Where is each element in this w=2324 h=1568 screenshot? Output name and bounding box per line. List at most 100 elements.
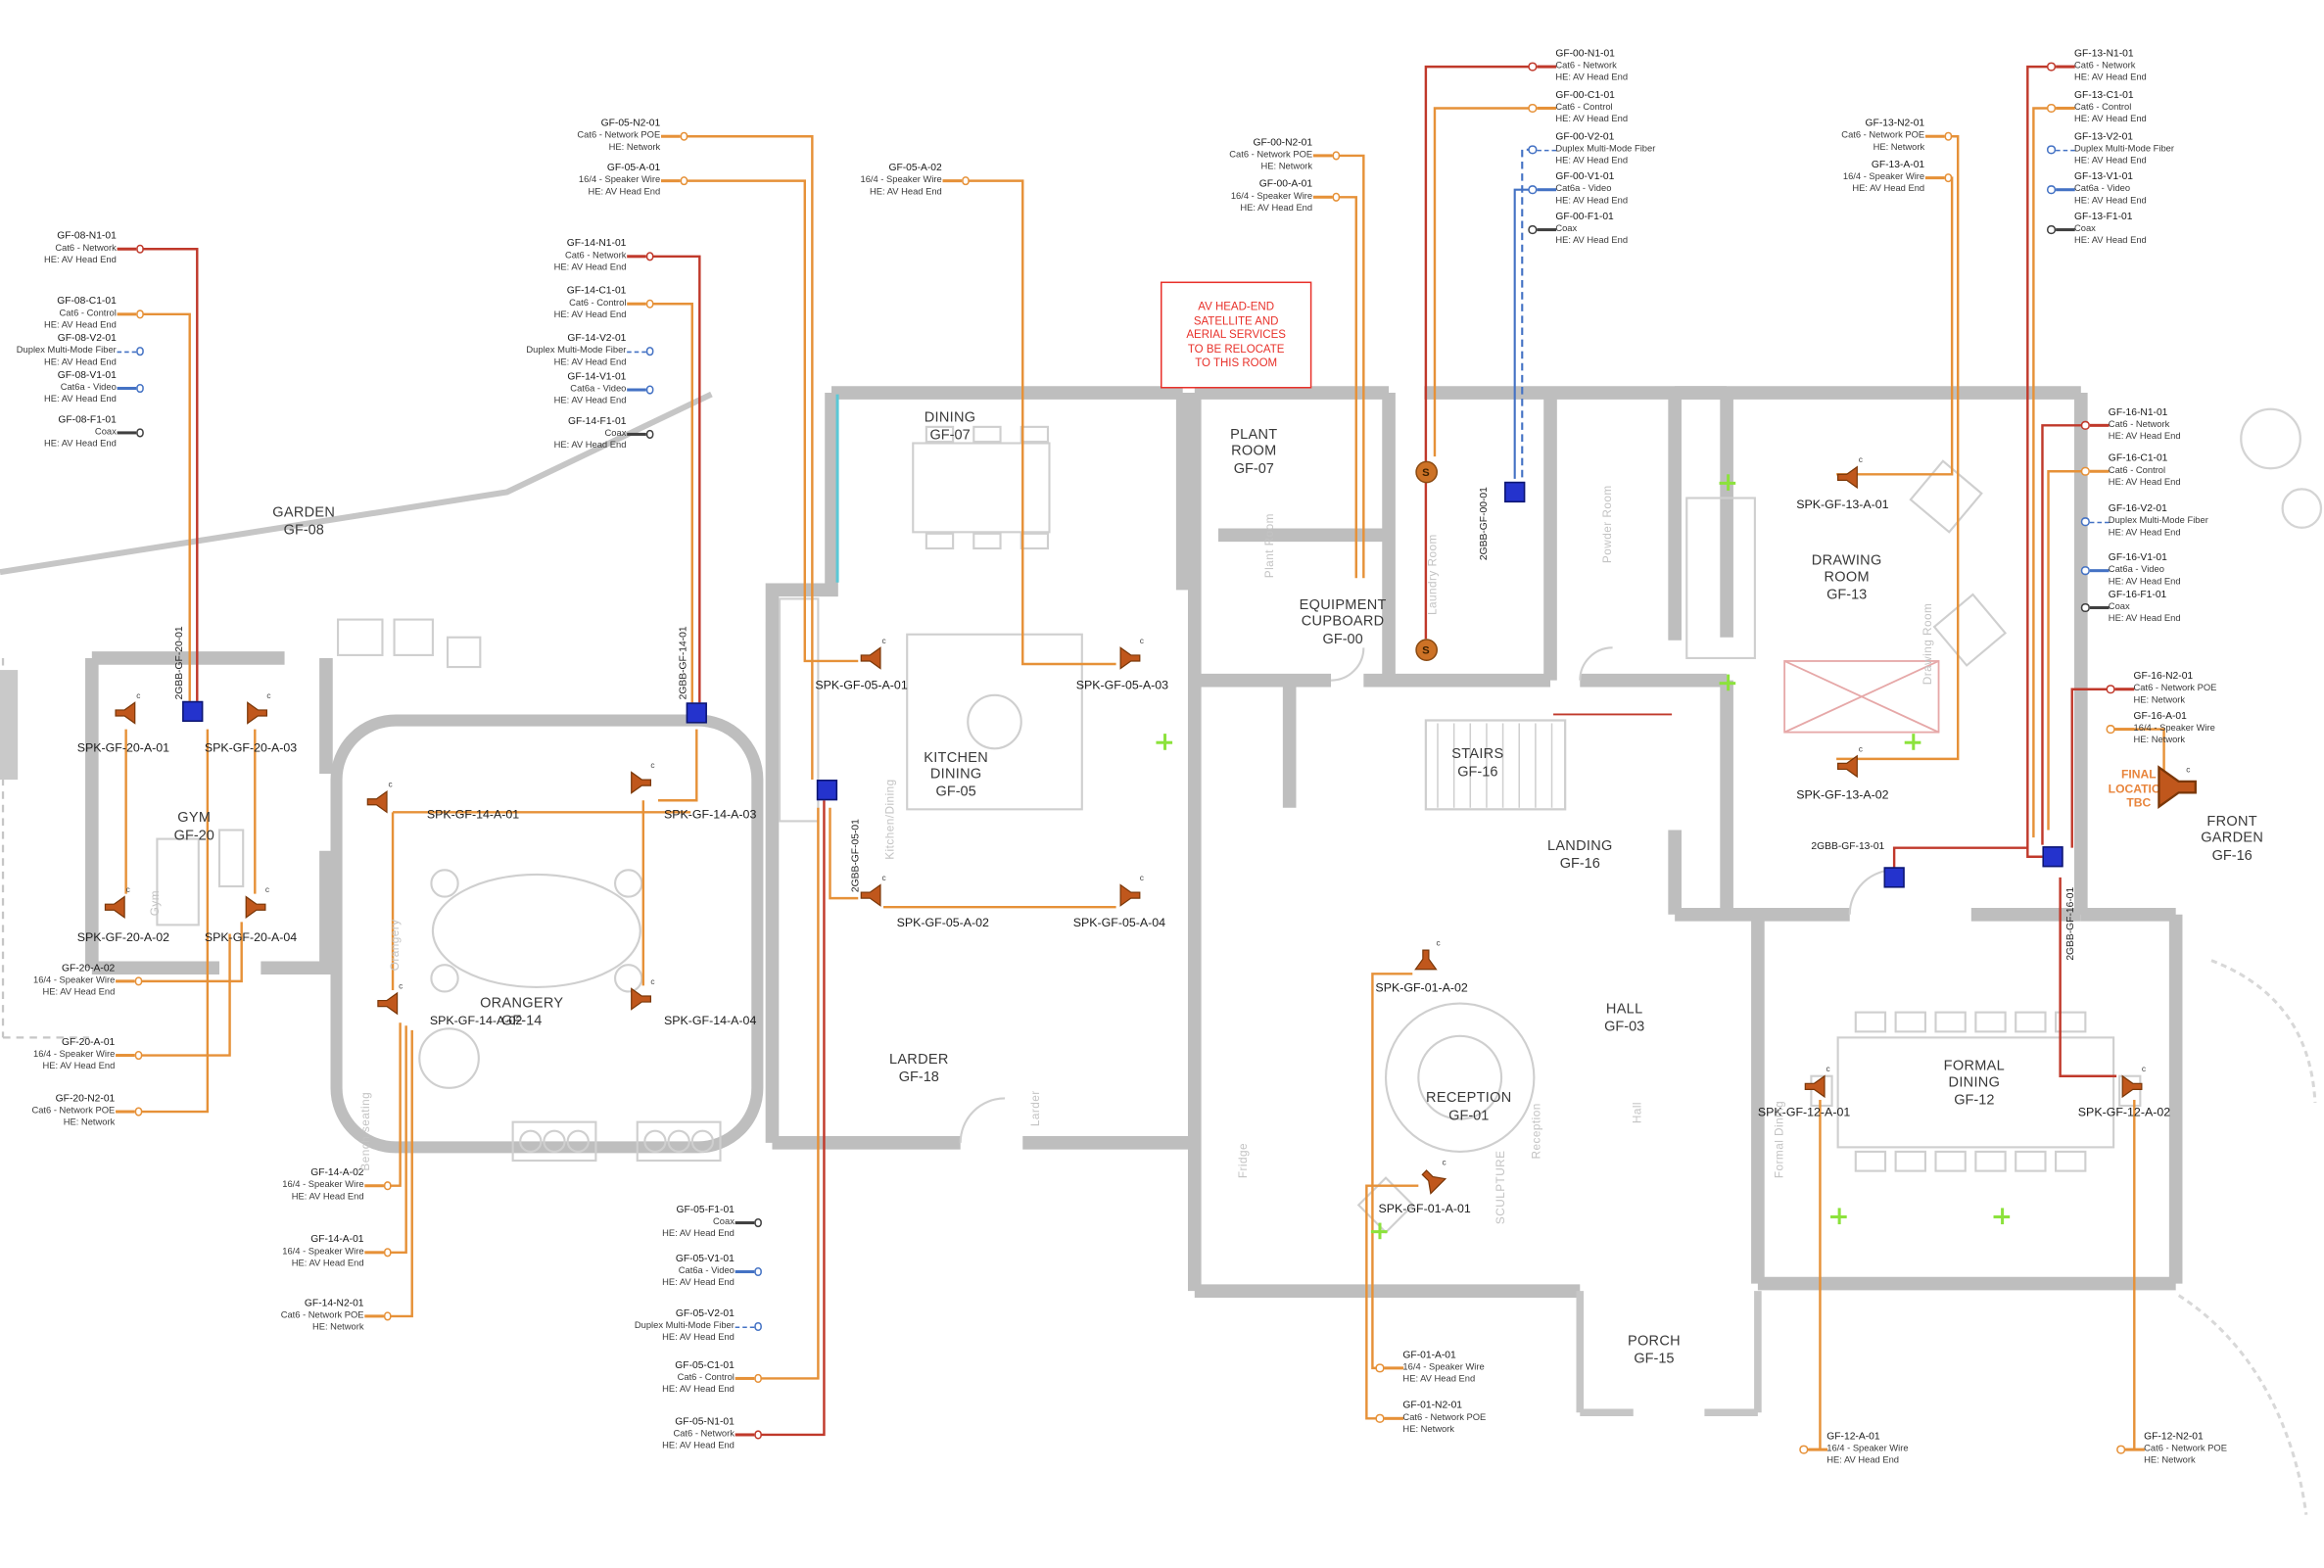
speaker-icon <box>1415 1164 1448 1197</box>
callout-id: GF-16-A-01 <box>2133 711 2187 723</box>
callout-id: GF-00-N1-01 <box>1555 48 1615 60</box>
wire-stub <box>1312 196 1332 199</box>
speaker-glyph <box>1119 646 1141 670</box>
distribution-box-label: 2GBB-GF-20-01 <box>174 626 186 700</box>
callout-id: GF-01-N2-01 <box>1402 1401 1463 1411</box>
room-code: GF-07 <box>1233 460 1274 478</box>
wire-red <box>755 800 826 1437</box>
wire-orange <box>657 729 698 802</box>
cable-terminal <box>645 347 654 356</box>
room-code: GF-14 <box>501 1013 543 1030</box>
speaker-label: SPK-GF-05-A-01 <box>815 679 908 692</box>
wire-orange <box>1433 107 1535 457</box>
callout-head-end: HE: AV Head End <box>1240 203 1313 214</box>
cable-terminal <box>2080 421 2090 430</box>
wire-red <box>647 255 701 703</box>
callout-id: GF-08-V2-01 <box>57 333 117 345</box>
callout-head-end: HE: AV Head End <box>662 1228 735 1240</box>
speaker-icon <box>243 895 266 919</box>
speaker-label: SPK-GF-12-A-02 <box>2077 1105 2171 1119</box>
callout-cable-type: Cat6 - Network <box>2074 61 2136 71</box>
speaker-label: SPK-GF-05-A-02 <box>896 916 989 929</box>
speaker-glyph <box>104 895 125 919</box>
distribution-box <box>686 702 707 724</box>
room-name: HALL <box>1605 1001 1643 1018</box>
wire-stub <box>1312 154 1332 158</box>
callout-head-end: HE: AV Head End <box>2108 431 2181 442</box>
callout-id: GF-01-A-01 <box>1402 1350 1456 1361</box>
wire-red <box>2026 65 2054 858</box>
callout-id: GF-16-V2-01 <box>2108 503 2167 515</box>
wire-stub <box>2113 688 2134 690</box>
callout-cable-type: Duplex Multi-Mode Fiber <box>2074 143 2175 155</box>
wire-orange <box>682 135 814 781</box>
wire-orange <box>1365 1184 1419 1420</box>
cable-terminal <box>679 132 688 141</box>
cable-terminal <box>133 1051 143 1060</box>
callout-cable-type: Cat6 - Control <box>569 298 627 309</box>
wire-stub <box>734 1433 754 1437</box>
speaker-label: SPK-GF-20-A-02 <box>76 930 170 945</box>
cable-terminal <box>961 176 970 185</box>
callout-id: GF-16-N1-01 <box>2108 407 2168 418</box>
cable-terminal <box>753 1374 762 1383</box>
bg-room-label: Orangery <box>388 919 403 972</box>
callout-head-end: HE: AV Head End <box>2074 195 2147 207</box>
room-name: EQUIPMENT CUPBOARD <box>1299 596 1387 631</box>
cable-terminal <box>645 430 654 439</box>
cable-terminal <box>135 347 144 356</box>
wire-stub <box>626 255 646 259</box>
wire-stub <box>363 1314 384 1318</box>
callout-id: GF-14-N1-01 <box>566 238 627 250</box>
callout-head-end: HE: AV Head End <box>291 1191 364 1203</box>
garden-boundary <box>0 391 2323 1515</box>
speaker-label: SPK-GF-14-A-04 <box>664 1014 757 1027</box>
callout-id: GF-05-N1-01 <box>675 1416 735 1428</box>
speaker-circuit-tag: c <box>1858 745 1863 755</box>
cable-terminal <box>753 1430 762 1440</box>
wire-stub <box>2124 1448 2145 1451</box>
wire-stub <box>1383 1366 1403 1370</box>
speaker-label: SPK-GF-12-A-01 <box>1757 1105 1851 1119</box>
room-name: GYM <box>177 810 212 827</box>
speaker-circuit-tag: c <box>881 637 886 646</box>
callout-head-end: HE: AV Head End <box>1555 235 1629 247</box>
wire-orange <box>829 807 859 900</box>
speaker-circuit-tag: c <box>1442 1159 1447 1168</box>
speaker-circuit-tag: c <box>1139 637 1144 646</box>
wire-orange <box>1334 154 1365 579</box>
speaker-glyph <box>860 646 881 670</box>
callout-cable-type: Cat6a - Video <box>570 383 627 395</box>
cable-terminal <box>2080 603 2090 612</box>
callout-head-end: HE: AV Head End <box>553 396 627 406</box>
callout-cable-type: Cat6 - Network POE <box>1402 1412 1487 1423</box>
speaker-icon <box>1836 465 1860 490</box>
cable-terminal <box>135 428 144 438</box>
speaker-glyph <box>1414 949 1438 971</box>
wire-stub <box>116 312 136 316</box>
callout-cable-type: Duplex Multi-Mode Fiber <box>16 345 117 356</box>
callout-head-end: HE: Network <box>311 1321 364 1333</box>
wire-orange <box>385 1029 413 1318</box>
